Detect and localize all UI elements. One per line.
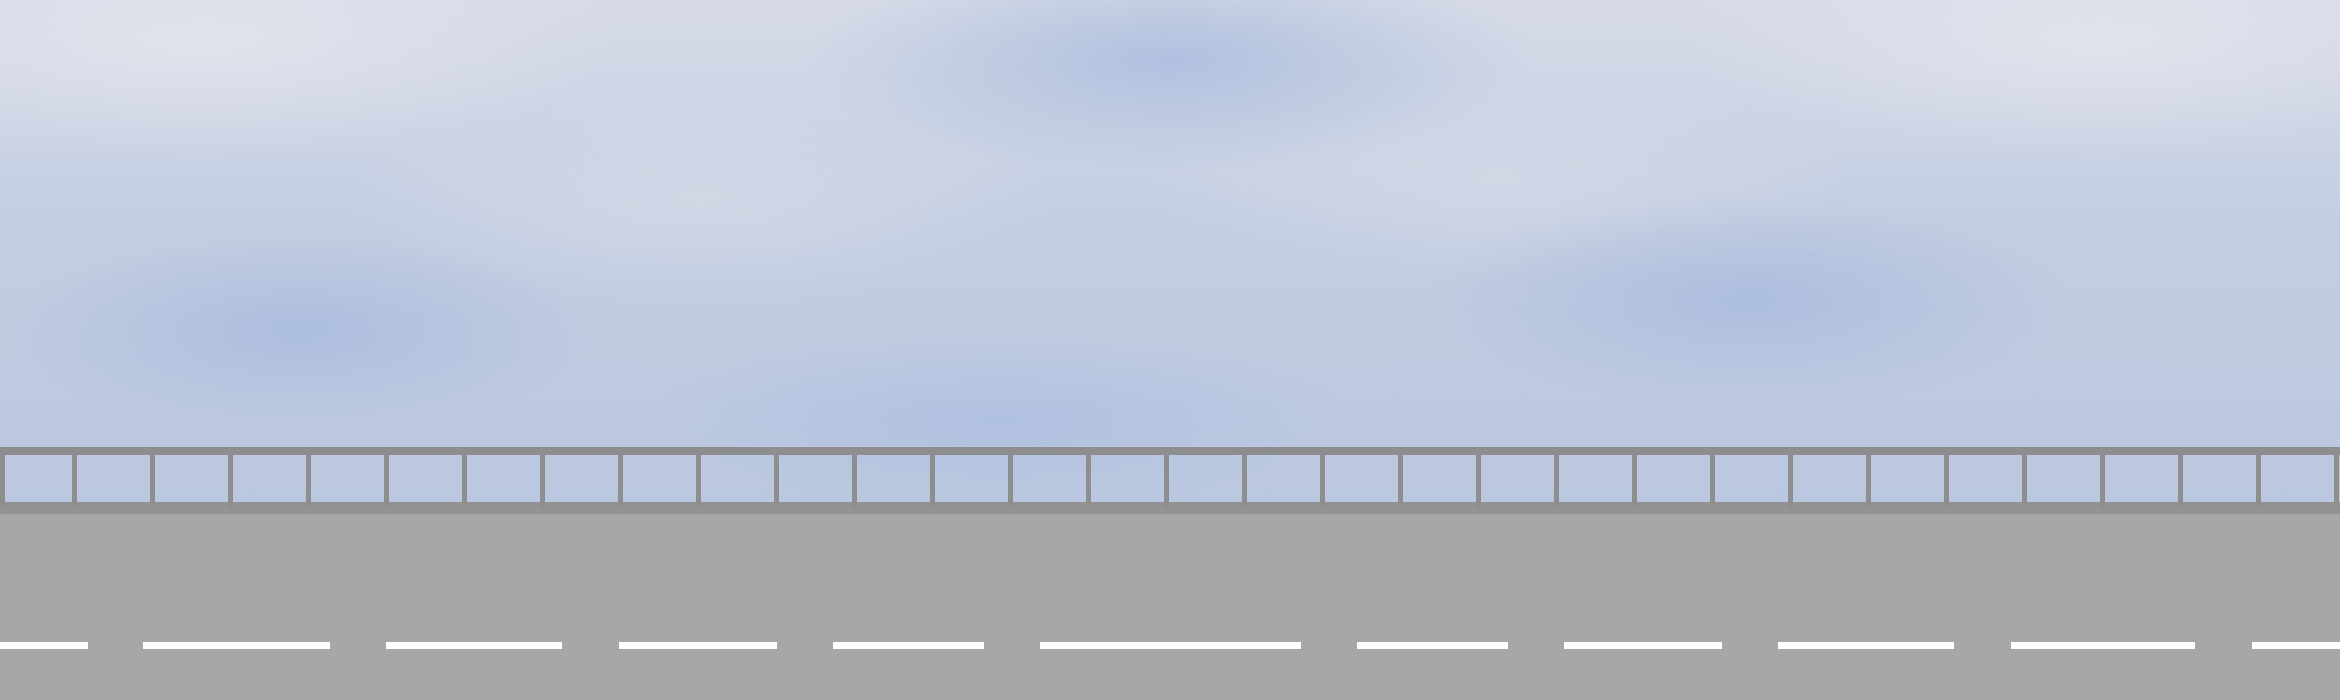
lane-dash: [1040, 642, 1301, 649]
lane-dash: [2252, 642, 2340, 649]
lane-dash: [1778, 642, 1954, 649]
lane-dash: [619, 642, 777, 649]
railing-post: [1866, 447, 1871, 507]
railing-post: [1710, 447, 1715, 507]
railing-post: [72, 447, 77, 507]
railing-post: [930, 447, 935, 507]
lane-dash: [143, 642, 330, 649]
railing-post: [306, 447, 311, 507]
railing-post: [2178, 447, 2183, 507]
railing-post: [462, 447, 467, 507]
railing-post: [2334, 447, 2339, 507]
railing-post: [228, 447, 233, 507]
railing-post: [1008, 447, 1013, 507]
railing-post: [1632, 447, 1637, 507]
railing-post: [540, 447, 545, 507]
railing-post: [1398, 447, 1403, 507]
railing-post: [1320, 447, 1325, 507]
railing-post: [0, 447, 5, 507]
lane-dash: [386, 642, 562, 649]
railing-bottom-bar: [0, 502, 2340, 514]
railing-post: [1788, 447, 1793, 507]
railing-post: [1164, 447, 1169, 507]
railing-post: [1476, 447, 1481, 507]
bridge-railing: [0, 447, 2340, 514]
railing-post: [2256, 447, 2261, 507]
railing-post: [1242, 447, 1247, 507]
railing-post: [384, 447, 389, 507]
railing-post: [852, 447, 857, 507]
railing-post: [1944, 447, 1949, 507]
railing-post: [774, 447, 779, 507]
railing-post: [618, 447, 623, 507]
lane-dash: [0, 642, 88, 649]
lane-dash: [1357, 642, 1508, 649]
railing-post: [2100, 447, 2105, 507]
lane-dash: [2011, 642, 2195, 649]
lane-dash: [833, 642, 984, 649]
railing-post: [150, 447, 155, 507]
railing-post: [1554, 447, 1559, 507]
railing-top-bar: [0, 447, 2340, 455]
sky-background: [0, 0, 2340, 512]
railing-post: [1086, 447, 1091, 507]
railing-post: [696, 447, 701, 507]
road-surface: [0, 514, 2340, 700]
railing-post: [2022, 447, 2027, 507]
lane-dash: [1564, 642, 1722, 649]
